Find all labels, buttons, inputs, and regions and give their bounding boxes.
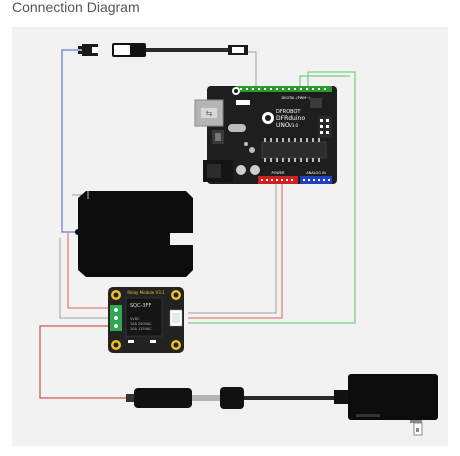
relay-rating-1: 5VDC <box>130 317 140 321</box>
wires <box>39 49 356 399</box>
board-name: DFRduino <box>276 115 305 122</box>
load-wire-gray <box>59 238 110 319</box>
board-model: UNO <box>276 122 290 129</box>
gnd-wire-gray <box>188 182 277 314</box>
relay-module-title: Relay Module V3.1 <box>127 290 165 295</box>
power-header-label: POWER <box>272 171 286 175</box>
load-device-icon <box>75 191 193 277</box>
digital-header-label: DIGITAL (PWM~) <box>281 96 311 100</box>
usb-port-icon: ⇆ <box>194 99 224 127</box>
vcc-wire-red <box>188 182 283 319</box>
relay-rating-2: 10A 250VAC <box>130 322 152 326</box>
relay-model: SQC-3FF <box>130 303 151 309</box>
board-model-suffix: V3.0 <box>289 123 299 128</box>
top-dc-cable <box>78 43 248 57</box>
power-cable <box>126 387 334 409</box>
relay-rating-3: 10A 125VAC <box>130 327 152 331</box>
relay-module: Relay Module V3.1 SQC-3FF 5VDC 10A 250VA… <box>108 287 184 353</box>
load-wire-blue <box>61 49 82 233</box>
cable-wire-gray <box>248 51 257 86</box>
load-wire-red <box>67 233 110 309</box>
power-wire-red <box>39 325 130 399</box>
dfrduino-uno-board: DIGITAL (PWM~) ⇆ DFROBOT DFRduino UNO V3… <box>194 86 337 184</box>
ac-power-plug-icon <box>334 374 438 436</box>
svg-text:⇆: ⇆ <box>206 109 213 118</box>
signal-wire-green <box>188 71 356 324</box>
board-brand: DFROBOT <box>276 109 301 115</box>
signal-wire-green-2 <box>299 75 350 86</box>
page-title: Connection Diagram <box>12 0 140 15</box>
analog-header-label: ANALOG IN <box>306 171 326 175</box>
